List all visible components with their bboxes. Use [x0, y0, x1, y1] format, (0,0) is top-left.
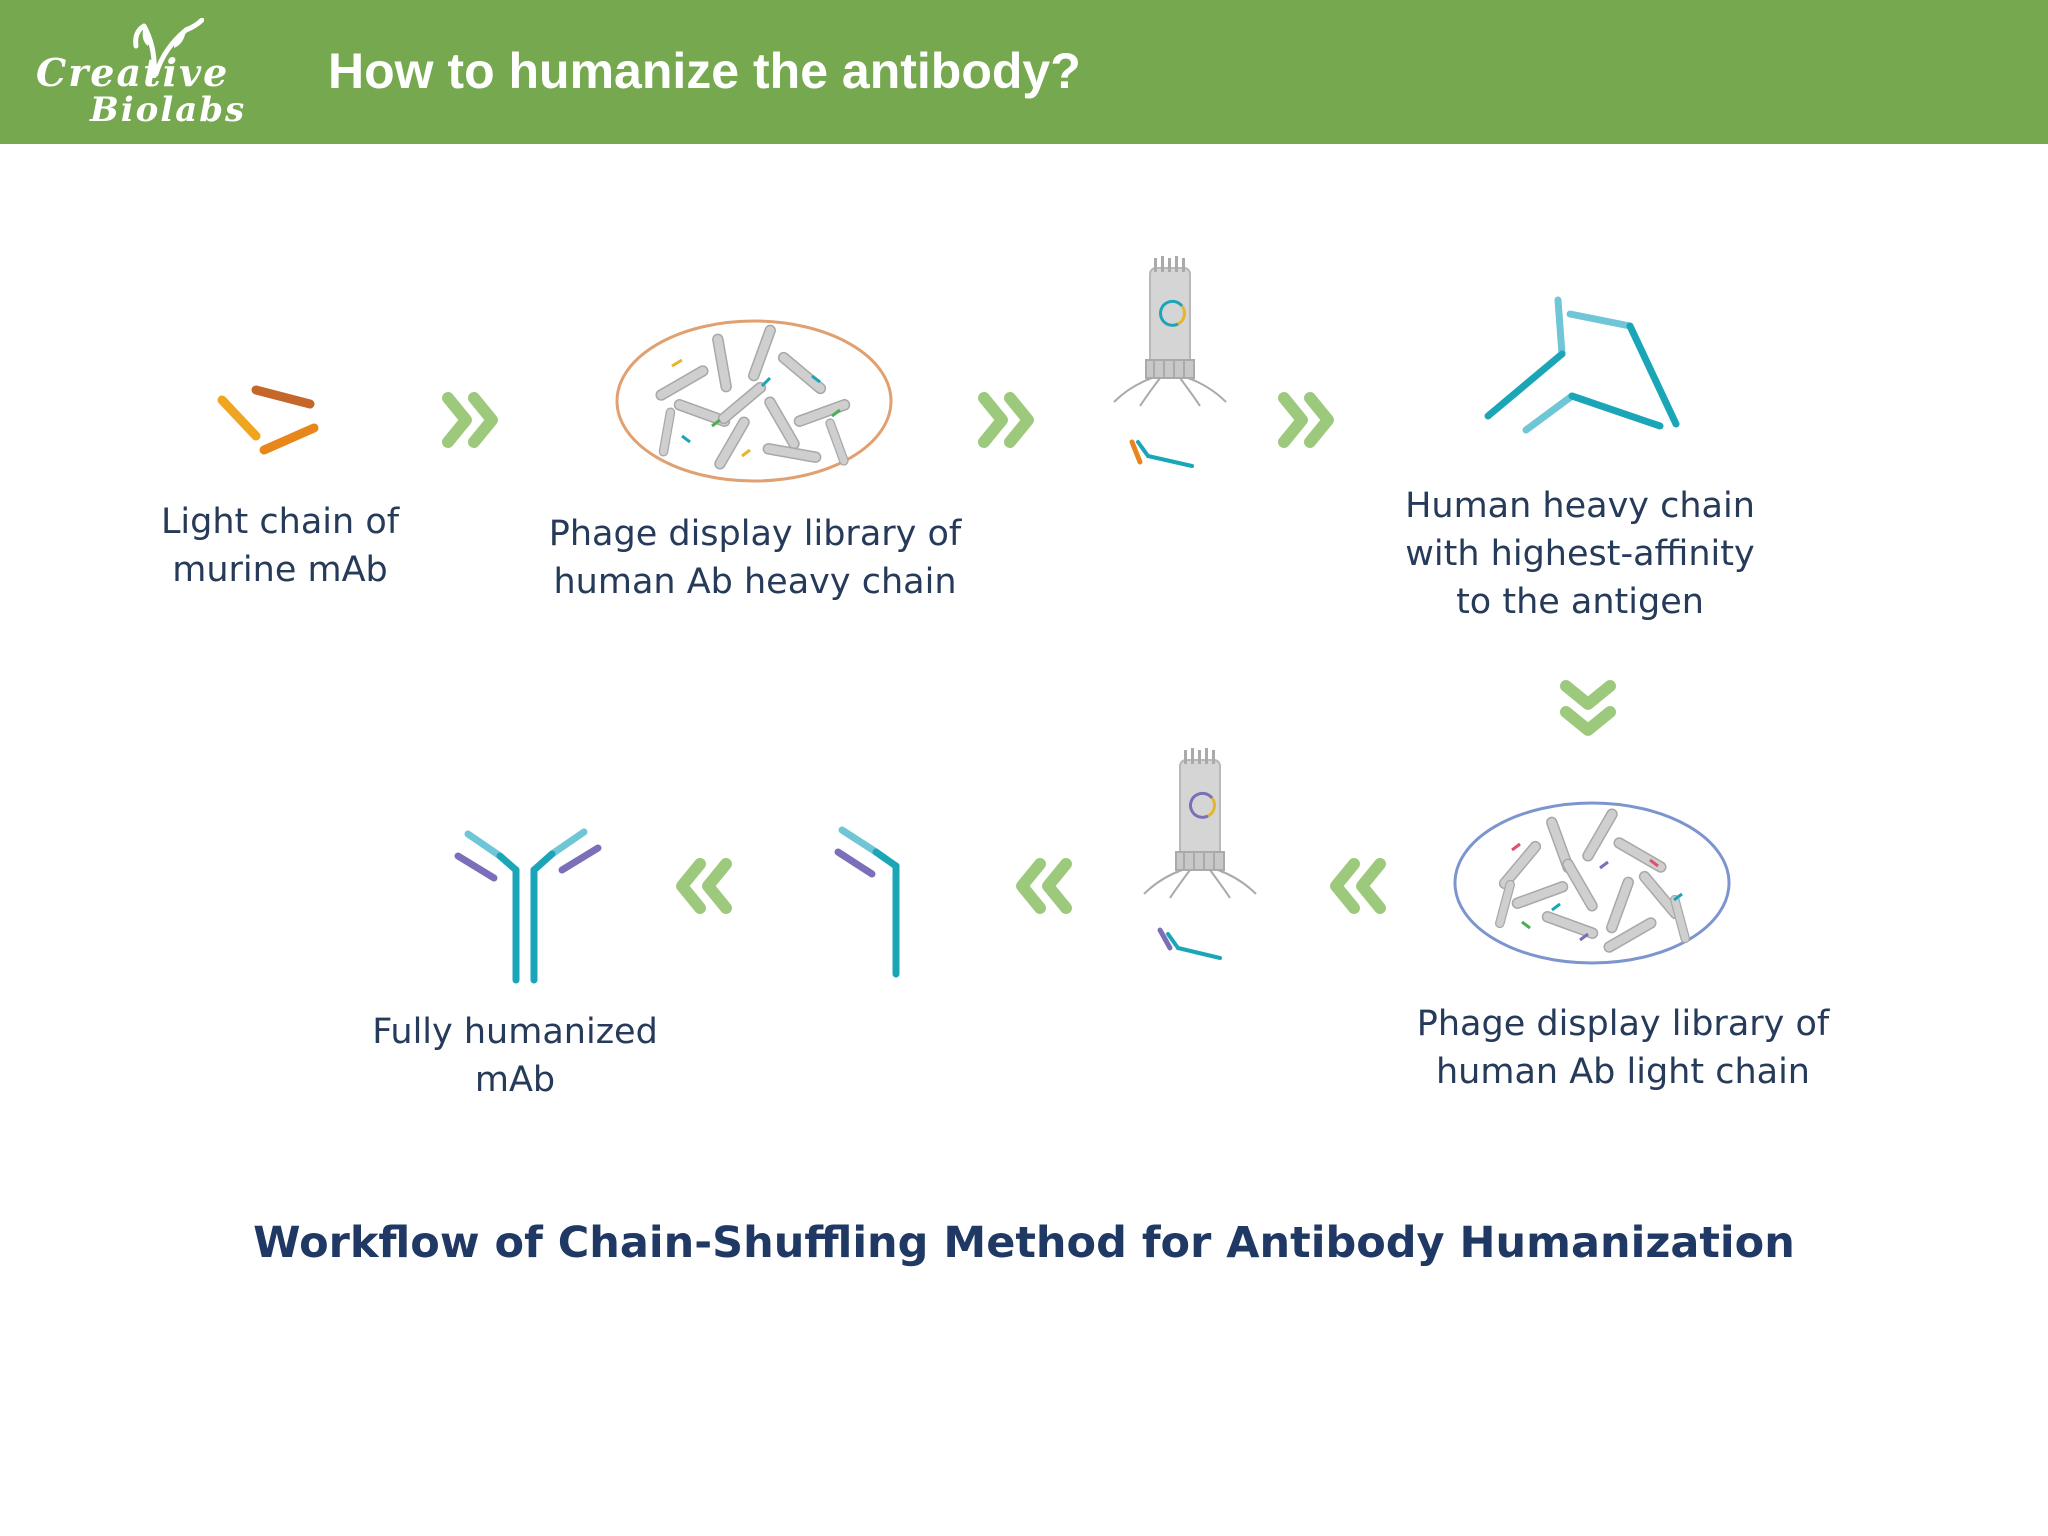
heavy-chain-phage-library-icon — [615, 319, 893, 483]
light-chain-phage-library-icon — [1453, 801, 1731, 965]
humanized-antibody-icon — [454, 828, 602, 984]
half-antibody-icon — [834, 826, 900, 978]
logo-text-line1: Creative — [36, 50, 230, 95]
label-heavy-chain-selected: Human heavy chain with highest-affinity … — [1405, 486, 1755, 622]
phage-light-chain-icon — [1143, 748, 1257, 960]
header-bar: Creative Biolabs How to humanize the ant… — [0, 0, 2048, 144]
label-light-chain-library: Phage display library of human Ab light … — [1416, 1004, 1830, 1092]
phage-heavy-chain-icon — [1113, 256, 1227, 468]
double-chevron-right-icon — [978, 392, 1042, 448]
label-humanized-mab: Fully humanized mAb — [372, 1012, 658, 1100]
double-chevron-right-icon — [442, 392, 506, 448]
double-chevron-left-icon — [668, 858, 732, 914]
label-heavy-chain-library: Phage display library of human Ab heavy … — [548, 514, 962, 602]
creative-biolabs-logo: Creative Biolabs — [34, 18, 284, 133]
double-chevron-left-icon — [1322, 858, 1386, 914]
double-chevron-down-icon — [1560, 680, 1616, 736]
double-chevron-right-icon — [1278, 392, 1342, 448]
logo-text-line2: Biolabs — [90, 90, 247, 130]
human-heavy-chain-icon — [1484, 296, 1680, 434]
label-light-chain-murine: Light chain of murine mAb — [160, 502, 400, 590]
double-chevron-left-icon — [1008, 858, 1072, 914]
sprout-logo-icon — [133, 18, 204, 78]
page-title: How to humanize the antibody? — [328, 43, 1081, 99]
figure-caption: Workflow of Chain-Shuffling Method for A… — [253, 1218, 1795, 1268]
murine-light-chain-icon — [217, 385, 319, 455]
